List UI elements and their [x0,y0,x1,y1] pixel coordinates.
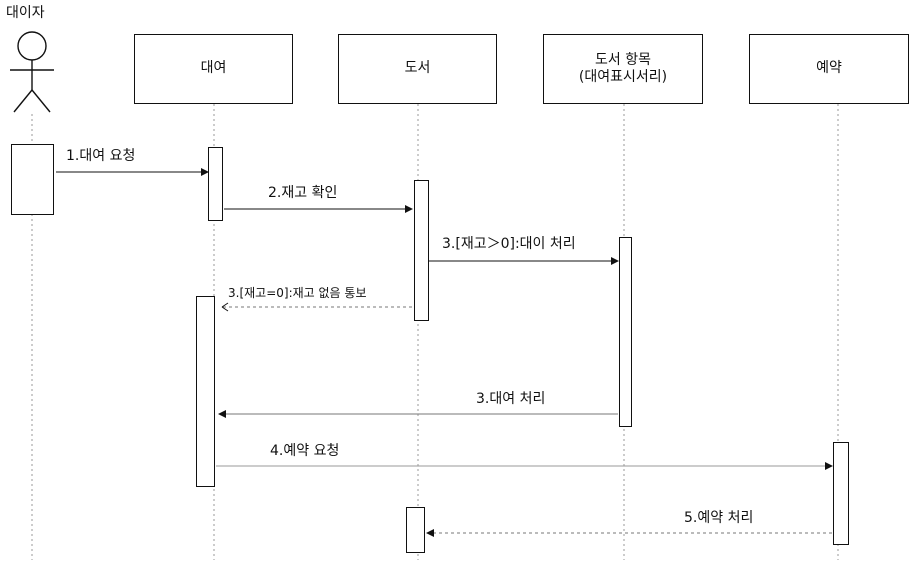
message-label-m7: 5.예약 처리 [684,510,754,526]
participant-bookitem-label: 도서 항목 [595,51,651,68]
message-label-m3: 3.[재고＞0]:대이 처리 [442,236,576,252]
activation-book-2 [406,507,425,553]
activation-bookitem [619,237,632,427]
participant-reserve: 예약 [749,34,909,104]
participant-book: 도서 [338,34,497,104]
actor-left-leg [13,89,33,113]
activation-rent-2 [196,296,215,487]
arrowhead-m7 [426,529,434,537]
message-label-m6: 4.예약 요청 [270,443,340,459]
message-label-m2: 2.재고 확인 [268,185,338,201]
participant-bookitem-sublabel: (대여표시서리) [578,69,668,85]
activation-reserve [833,442,849,545]
activation-actor [11,144,54,215]
activation-rent-1 [208,147,223,221]
actor-name: 대이자 [6,5,45,21]
participant-rent-label: 대여 [200,60,227,77]
activation-book-1 [414,180,429,321]
participant-reserve-label: 예약 [816,60,842,77]
message-label-m5: 3.대여 처리 [476,391,546,407]
actor-right-leg [31,89,51,113]
participant-rent: 대여 [134,34,293,104]
arrowhead-m5 [218,410,226,418]
message-label-m4: 3.[재고=0]:재고 없음 통보 [228,286,367,300]
participant-bookitem: 도서 항목 (대여표시서리) [543,34,703,104]
arrowhead-m4 [221,302,229,312]
participant-book-label: 도서 [404,60,431,77]
message-label-m1: 1.대여 요청 [66,148,136,164]
actor-figure [10,31,54,113]
actor-head [17,31,47,61]
